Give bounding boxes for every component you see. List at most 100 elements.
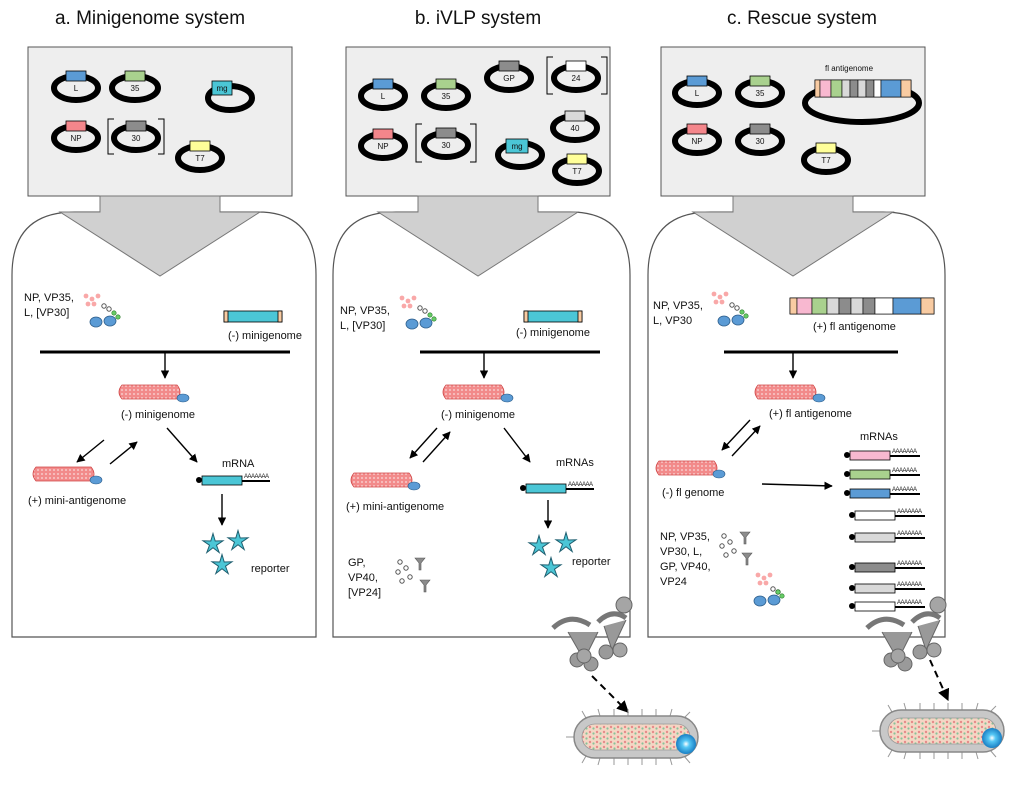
mrna: AAAAAAA (849, 600, 925, 612)
reporter-stars (527, 530, 578, 578)
svg-text:NP: NP (70, 134, 81, 143)
panel-c-title: c. Rescue system (727, 8, 877, 29)
svg-text:(+) mini-antigenome: (+) mini-antigenome (28, 495, 126, 507)
panel-c: c. Rescue system L 35 fl antigenome (647, 8, 1005, 760)
mrna: AAAAAAA (849, 509, 925, 521)
plasmid-vp30: 30 (735, 123, 785, 156)
plasmid-fl-antigenome: fl antigenome (802, 64, 922, 125)
svg-text:AAAAAAA: AAAAAAA (892, 449, 917, 455)
svg-text:AAAAAAA: AAAAAAA (897, 600, 922, 606)
plasmid-minigenome: mg (495, 138, 545, 170)
nucleocapsid-1: (-) minigenome (441, 384, 515, 421)
extra-protein-cluster (395, 557, 431, 593)
arrow (109, 441, 138, 465)
svg-text:30: 30 (442, 141, 451, 150)
svg-text:fl antigenome: fl antigenome (825, 64, 874, 73)
mrna: mRNAs AAAAAAA (520, 457, 594, 494)
svg-text:30: 30 (132, 134, 141, 143)
plasmid-vp30: 30 (107, 118, 165, 155)
protein-cluster (711, 291, 749, 327)
arrow (409, 427, 438, 459)
transfection-arrow (691, 195, 895, 277)
virus-particle (566, 708, 699, 766)
svg-text:mg: mg (216, 84, 227, 93)
nucleocapsid-1: (+) fl antigenome (754, 384, 852, 420)
protein-label: NP, VP35,L, [VP30] (24, 292, 74, 319)
plasmid-vp35: 35 (421, 78, 471, 111)
plasmid-vp35: 35 (109, 70, 161, 103)
protein-cluster (83, 293, 121, 328)
svg-text:24: 24 (572, 74, 581, 83)
protein-label: NP, VP35,L, [VP30] (340, 305, 390, 332)
budding-particle (865, 596, 947, 672)
reporter-label: reporter (572, 556, 611, 568)
extra-protein-label: NP, VP35,VP30, L,GP, VP40,VP24 (660, 531, 711, 588)
cell (647, 211, 946, 638)
svg-text:AAAAAAA: AAAAAAA (244, 474, 269, 480)
arrow (422, 431, 451, 463)
nucleocapsid-2: (+) mini-antigenome (28, 466, 126, 507)
svg-text:L: L (381, 92, 386, 101)
panel-b: b. iVLP system L 35 GP 24 NP (332, 8, 699, 766)
svg-text:(+) mini-antigenome: (+) mini-antigenome (346, 501, 444, 513)
plasmid-gp: GP (484, 60, 534, 93)
arrow (721, 419, 751, 451)
mrna: AAAAAAA (849, 582, 925, 594)
budding-particle (551, 596, 633, 672)
mrna: AAAAAAA (844, 487, 920, 499)
reporter-label: reporter (251, 563, 290, 575)
plasmid-l: L (51, 70, 101, 103)
reporter-stars (201, 528, 250, 575)
plasmid-box (345, 46, 611, 197)
panel-a: a. Minigenome system L 35 mg NP 30 (11, 8, 317, 638)
svg-text:AAAAAAA: AAAAAAA (897, 561, 922, 567)
transfection-arrow (58, 195, 262, 277)
svg-text:35: 35 (131, 84, 140, 93)
svg-text:(+) fl antigenome: (+) fl antigenome (769, 408, 852, 420)
virus-particle (872, 702, 1005, 760)
mrna: AAAAAAA (849, 561, 925, 573)
svg-text:L: L (74, 84, 79, 93)
plasmid-l: L (358, 78, 408, 111)
mrna: AAAAAAA (849, 531, 925, 543)
arrow (503, 427, 531, 463)
minigenome-template: (-) minigenome (516, 310, 590, 339)
svg-text:AAAAAAA: AAAAAAA (897, 531, 922, 537)
svg-text:AAAAAAA: AAAAAAA (892, 468, 917, 474)
svg-text:AAAAAAA: AAAAAAA (568, 482, 593, 488)
arrow (761, 481, 833, 490)
arrow (591, 675, 629, 713)
svg-text:GP: GP (503, 74, 515, 83)
svg-text:mg: mg (511, 142, 522, 151)
panel-b-title: b. iVLP system (415, 8, 541, 29)
plasmid-l: L (672, 75, 722, 108)
arrow (166, 427, 198, 463)
svg-text:NP: NP (691, 137, 702, 146)
minigenome-template: (-) minigenome (223, 310, 302, 342)
plasmid-t7: T7 (801, 142, 851, 175)
mrnas-label: mRNAs (860, 431, 898, 443)
svg-text:(+) fl antigenome: (+) fl antigenome (813, 321, 896, 333)
extra-protein-cluster (719, 531, 785, 607)
transfection-arrow (376, 195, 580, 277)
plasmid-t7: T7 (552, 153, 602, 186)
plasmid-vp30: 30 (415, 123, 477, 163)
plasmid-np: NP (51, 120, 101, 153)
arrow (731, 425, 761, 457)
plasmid-vp35: 35 (735, 75, 785, 108)
nucleocapsid-2: (-) fl genome (655, 460, 726, 499)
svg-text:T7: T7 (195, 154, 205, 163)
mrna-stack: AAAAAAA AAAAAAA AAAAAAA AAAAAAA AAAAAAA … (844, 449, 925, 612)
plasmid-np: NP (672, 123, 722, 156)
plasmid-vp24: 24 (546, 56, 608, 95)
svg-text:T7: T7 (572, 167, 582, 176)
plasmid-minigenome: mg (205, 80, 255, 113)
nucleocapsid-2: (+) mini-antigenome (346, 472, 444, 513)
svg-text:AAAAAAA: AAAAAAA (897, 582, 922, 588)
plasmid-np: NP (358, 128, 408, 161)
svg-text:(-) fl genome: (-) fl genome (662, 487, 724, 499)
svg-text:AAAAAAA: AAAAAAA (897, 509, 922, 515)
svg-text:35: 35 (442, 92, 451, 101)
arrow (929, 659, 950, 702)
protein-label: NP, VP35,L, VP30 (653, 300, 703, 327)
